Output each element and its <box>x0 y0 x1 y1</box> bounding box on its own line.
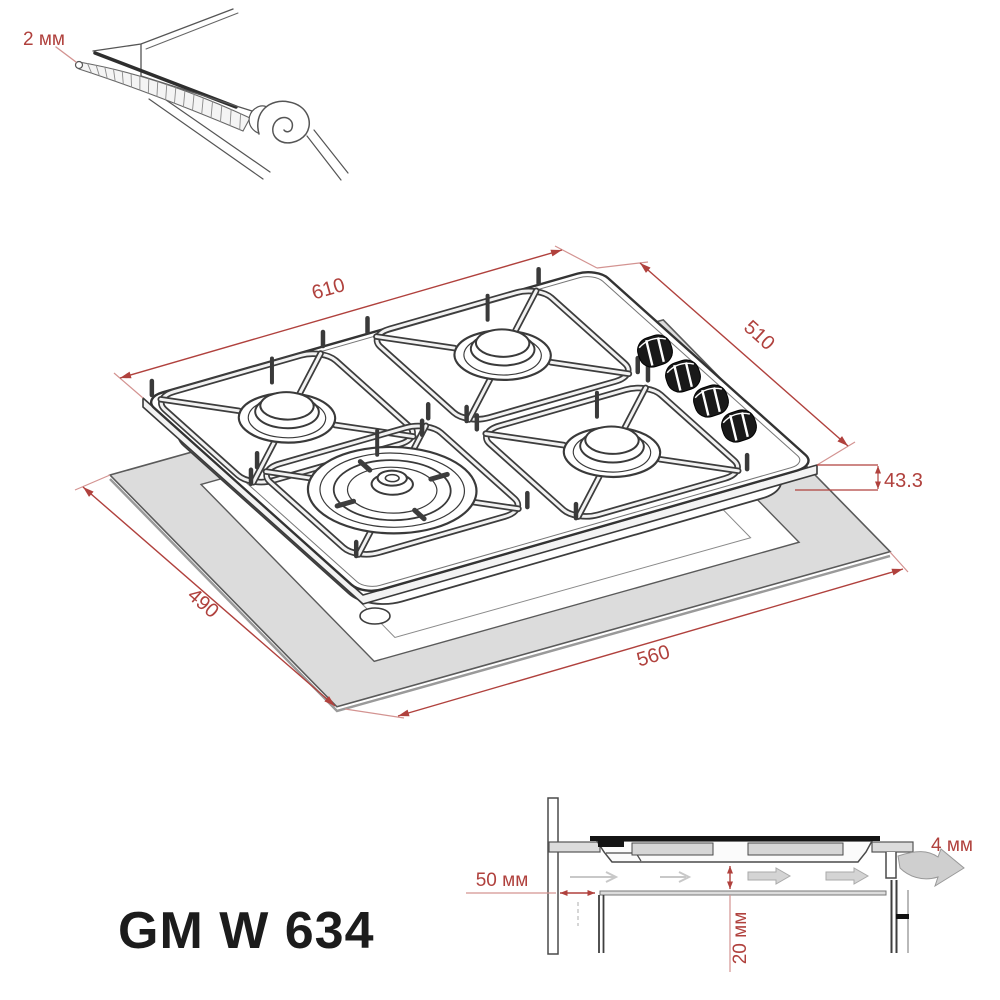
airflow-arrow-4 <box>825 867 870 885</box>
edge-under-lines <box>148 92 271 180</box>
grate-finger-light <box>551 348 629 388</box>
hatch-stroke <box>220 104 223 123</box>
hatch-stroke <box>239 113 242 131</box>
edge-wedge <box>78 61 251 132</box>
countertop-right <box>871 841 914 853</box>
hob-panel-section <box>590 836 880 841</box>
dim-label-610: 610 <box>309 274 347 304</box>
burner-cup-right <box>747 842 844 856</box>
edge-top-line-2 <box>145 12 239 50</box>
grate-finger-light <box>486 419 564 459</box>
fixing-clip <box>896 914 909 919</box>
airflow-arrows <box>570 848 965 888</box>
hatch-stroke <box>210 101 213 119</box>
grate-finger-light <box>550 477 628 517</box>
mounting-bracket <box>885 852 897 879</box>
hatch-stroke <box>113 68 116 82</box>
burner-cup-left <box>631 842 714 856</box>
model-label: GM W 634 <box>118 902 375 960</box>
hatch-stroke <box>156 81 159 97</box>
wok-burner <box>277 431 507 548</box>
grate-finger-light <box>660 445 738 485</box>
edge-tip <box>74 60 84 70</box>
hob-left-clamp <box>598 838 624 847</box>
countertop-left <box>548 841 601 853</box>
installation-cross-section: 50 мм 20 мм 4 мм <box>466 797 973 972</box>
hatch-stroke <box>229 109 232 127</box>
hatch-stroke <box>121 70 124 85</box>
dim-label-490: 490 <box>183 584 223 622</box>
dim-line-490 <box>82 486 336 707</box>
airflow-arrow-1 <box>570 871 619 883</box>
under-clearance-label: 20 мм <box>730 912 751 965</box>
edge-curl-spiral <box>257 100 310 144</box>
hatch-stroke <box>174 87 177 104</box>
dim-label-510: 510 <box>739 316 779 355</box>
hatch-stroke <box>95 64 100 77</box>
extension-lines <box>74 245 909 719</box>
burner-ring <box>251 387 324 424</box>
grate-finger-light <box>335 411 413 451</box>
edge-top-line <box>92 8 234 52</box>
cabinet-shelf <box>599 890 887 896</box>
grate-finger-light <box>440 380 518 420</box>
hatch-stroke <box>104 66 108 79</box>
wok-prong <box>415 510 424 518</box>
burner <box>221 384 353 451</box>
burner <box>546 419 678 486</box>
hatch-stroke <box>165 84 168 101</box>
wok-prong <box>360 462 369 470</box>
dim-line-560 <box>397 568 904 717</box>
hatch-stroke <box>192 93 195 111</box>
wall-left <box>547 797 559 955</box>
burner-ring <box>383 473 402 483</box>
hatch-stroke <box>201 97 204 115</box>
side-clearance-label: 50 мм <box>476 870 529 891</box>
wok-prong <box>337 501 353 506</box>
rear-gap-arrow <box>897 848 965 888</box>
grate-finger-light <box>225 442 303 482</box>
grate-finger-light <box>161 385 239 425</box>
burner-ring <box>576 422 649 459</box>
dim-line-510 <box>639 262 849 447</box>
airflow-arrow-3 <box>747 867 792 885</box>
edge-exit-lines <box>306 129 349 181</box>
wok-prong <box>431 474 447 479</box>
edge-hatching <box>87 63 242 131</box>
dim-label-height: 43.3 <box>884 470 923 492</box>
edge-thickness-label: 2 мм <box>23 29 65 50</box>
hob-foot <box>359 607 391 625</box>
dim-bracket-height <box>795 464 881 491</box>
airflow-arrow-2 <box>660 871 692 883</box>
hatch-stroke <box>87 63 93 74</box>
edge-detail-drawing: 2 мм <box>23 8 349 181</box>
dim-line-610 <box>119 249 563 379</box>
edge-leader-line <box>55 46 77 63</box>
hatch-stroke <box>182 90 186 108</box>
rear-gap-label: 4 мм <box>931 835 973 856</box>
